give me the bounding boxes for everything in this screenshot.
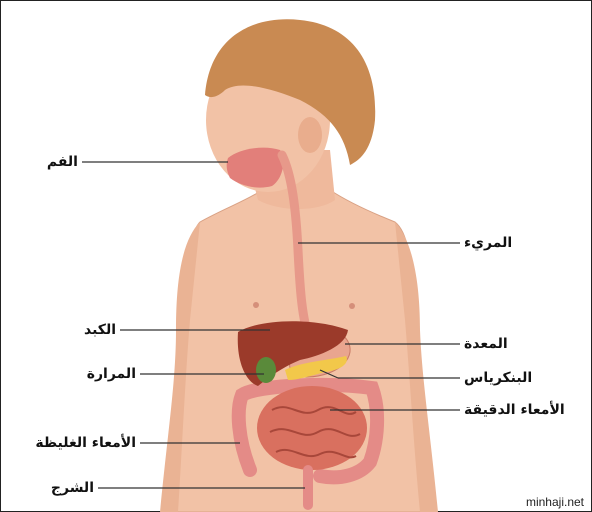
- label-esophagus: المريء: [464, 235, 512, 251]
- label-liver: الكبد: [60, 322, 116, 338]
- label-mouth: الفم: [30, 154, 78, 170]
- ear: [298, 117, 322, 153]
- label-pancreas: البنكرياس: [464, 370, 532, 386]
- right-nipple: [349, 303, 355, 309]
- label-stomach: المعدة: [464, 336, 508, 352]
- label-anus: الشرج: [30, 480, 94, 496]
- gallbladder: [256, 357, 276, 383]
- label-large-intestine: الأمعاء الغليظة: [6, 435, 136, 451]
- credit-text: minhaji.net: [526, 495, 584, 509]
- label-gallbladder: المرارة: [56, 366, 136, 382]
- oral-cavity: [227, 148, 284, 188]
- left-nipple: [253, 302, 259, 308]
- label-small-intestine: الأمعاء الدقيقة: [464, 402, 565, 418]
